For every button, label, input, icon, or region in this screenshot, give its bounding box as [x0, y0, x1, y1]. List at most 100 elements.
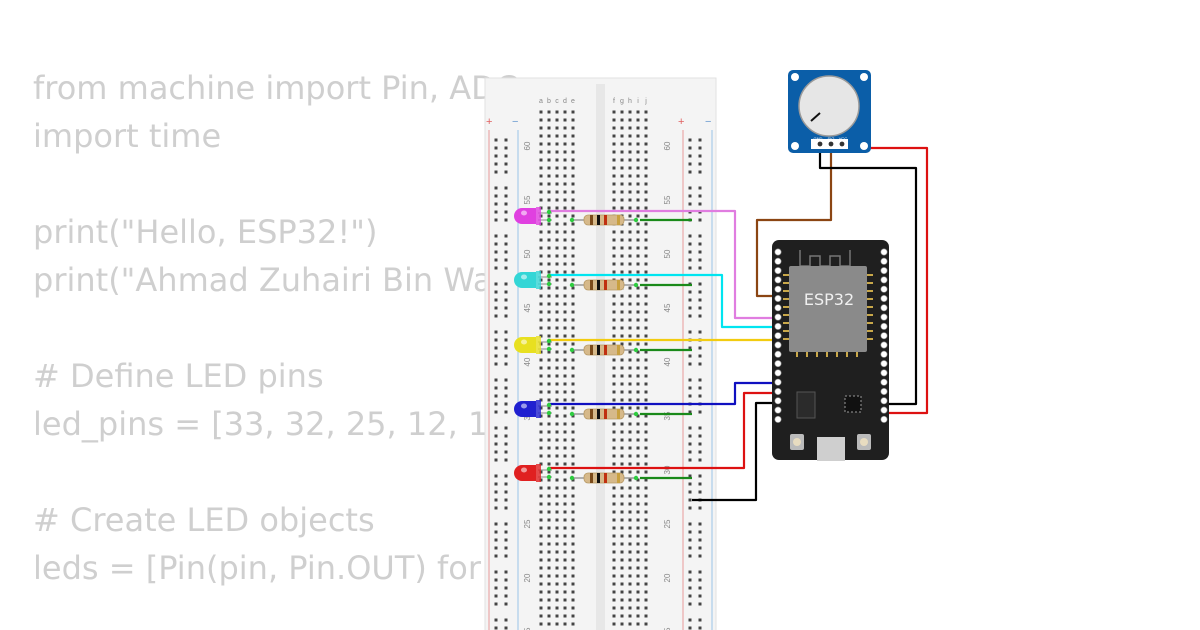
esp32-pin-left — [774, 378, 782, 386]
esp32-pin-right — [880, 406, 888, 414]
esp32-pin-right — [880, 341, 888, 349]
wire-magenta — [548, 209, 778, 320]
row-number: 35 — [663, 411, 672, 420]
esp32-pin-right — [880, 248, 888, 256]
esp32-pin-left — [774, 369, 782, 377]
column-letter: d — [563, 98, 567, 105]
esp32-pin-right — [880, 332, 888, 340]
row-number: 40 — [523, 357, 532, 366]
esp32-module-shield — [789, 266, 867, 352]
esp32-reset-button-cap — [860, 438, 868, 446]
esp32-pin-left — [774, 294, 782, 302]
esp32-pin-right — [880, 350, 888, 358]
column-letter: i — [637, 98, 639, 105]
resistors — [569, 214, 639, 484]
row-number: 45 — [663, 303, 672, 312]
code-line: from machine import Pin, ADC — [33, 69, 519, 107]
row-number: 40 — [663, 357, 672, 366]
rail-plus-label-left: + — [486, 116, 492, 128]
wire-blue — [548, 381, 778, 406]
pot-label-vcc: VCC — [839, 136, 848, 141]
column-letter: b — [547, 98, 551, 105]
esp32-pin-left — [774, 332, 782, 340]
wire-cyan — [548, 273, 778, 329]
esp32-pin-right — [880, 304, 888, 312]
row-number: 45 — [523, 303, 532, 312]
esp32-pin-right — [880, 415, 888, 423]
pot-mount-hole — [791, 73, 799, 81]
esp32-module-pads — [783, 274, 873, 357]
potentiometer-knob[interactable] — [798, 75, 860, 137]
row-number: 20 — [663, 573, 672, 582]
pot-mount-hole — [860, 73, 868, 81]
row-number: 30 — [663, 465, 672, 474]
wires — [548, 146, 929, 502]
led-blue — [514, 400, 552, 418]
row-number: 20 — [523, 573, 532, 582]
esp32-pin-left — [774, 313, 782, 321]
esp32-pin-right — [880, 285, 888, 293]
row-number: 15 — [663, 627, 672, 630]
potentiometer: GND SIG VCC — [788, 70, 871, 153]
row-number: 50 — [663, 249, 672, 258]
esp32-pin-right — [880, 397, 888, 405]
code-line: # Define LED pins — [33, 357, 324, 395]
esp32-pin-right — [880, 360, 888, 368]
led-magenta — [514, 207, 552, 225]
led-yellow — [514, 336, 552, 354]
breadboard-center-channel — [596, 84, 605, 630]
esp32-chip-label: ESP32 — [804, 290, 854, 309]
wire-pot-vcc — [842, 146, 929, 415]
row-number: 55 — [523, 195, 532, 204]
resistor — [569, 408, 639, 420]
potentiometer-knob-indicator — [810, 112, 821, 122]
esp32-boot-button-cap — [793, 438, 801, 446]
esp32-pin-right — [880, 322, 888, 330]
code-line: print("Ahmad Zuhairi Bin Wah — [33, 261, 513, 299]
esp32-pin-right — [880, 294, 888, 302]
esp32-pin-right — [880, 276, 888, 284]
rail-plus-label-right: + — [678, 116, 684, 128]
row-number: 25 — [523, 519, 532, 528]
esp32-pin-left — [774, 406, 782, 414]
code-line: leds = [Pin(pin, Pin.OUT) for pi — [33, 549, 521, 587]
esp32-pin-left — [774, 397, 782, 405]
esp32-pin-right — [880, 378, 888, 386]
esp32-pin-right — [880, 313, 888, 321]
row-number: 15 — [523, 627, 532, 630]
green-ground-jumpers — [640, 218, 692, 480]
resistor — [569, 472, 639, 484]
column-letter: f — [613, 98, 615, 105]
pot-pin-vcc — [839, 141, 845, 147]
esp32-pin-left — [774, 360, 782, 368]
pot-mount-hole — [791, 142, 799, 150]
code-line: print("Hello, ESP32!") — [33, 213, 378, 251]
esp32-pin-left — [774, 248, 782, 256]
column-letter: e — [571, 98, 575, 105]
pot-label-gnd: GND — [814, 136, 823, 141]
esp32-pin-left — [774, 322, 782, 330]
esp32-pin-right — [880, 267, 888, 275]
esp32-pin-left — [774, 267, 782, 275]
column-letter: c — [555, 98, 559, 105]
esp32-pin-left — [774, 276, 782, 284]
column-letter: h — [628, 98, 632, 105]
esp32-header-pins — [774, 248, 888, 423]
resistor — [569, 344, 639, 356]
column-letter: a — [539, 98, 543, 105]
wire-ground-breadboard — [692, 401, 778, 502]
pot-mount-hole — [860, 142, 868, 150]
rail-minus-label-right: − — [705, 116, 711, 128]
esp32-pin-right — [880, 387, 888, 395]
code-line: # Create LED objects — [33, 501, 375, 539]
esp32-voltage-regulator — [796, 391, 816, 419]
esp32-pin-left — [774, 387, 782, 395]
resistor — [569, 279, 639, 291]
rail-minus-label-left: − — [512, 116, 518, 128]
esp32-pin-right — [880, 369, 888, 377]
esp32-pin-left — [774, 257, 782, 265]
esp32-pin-left — [774, 350, 782, 358]
